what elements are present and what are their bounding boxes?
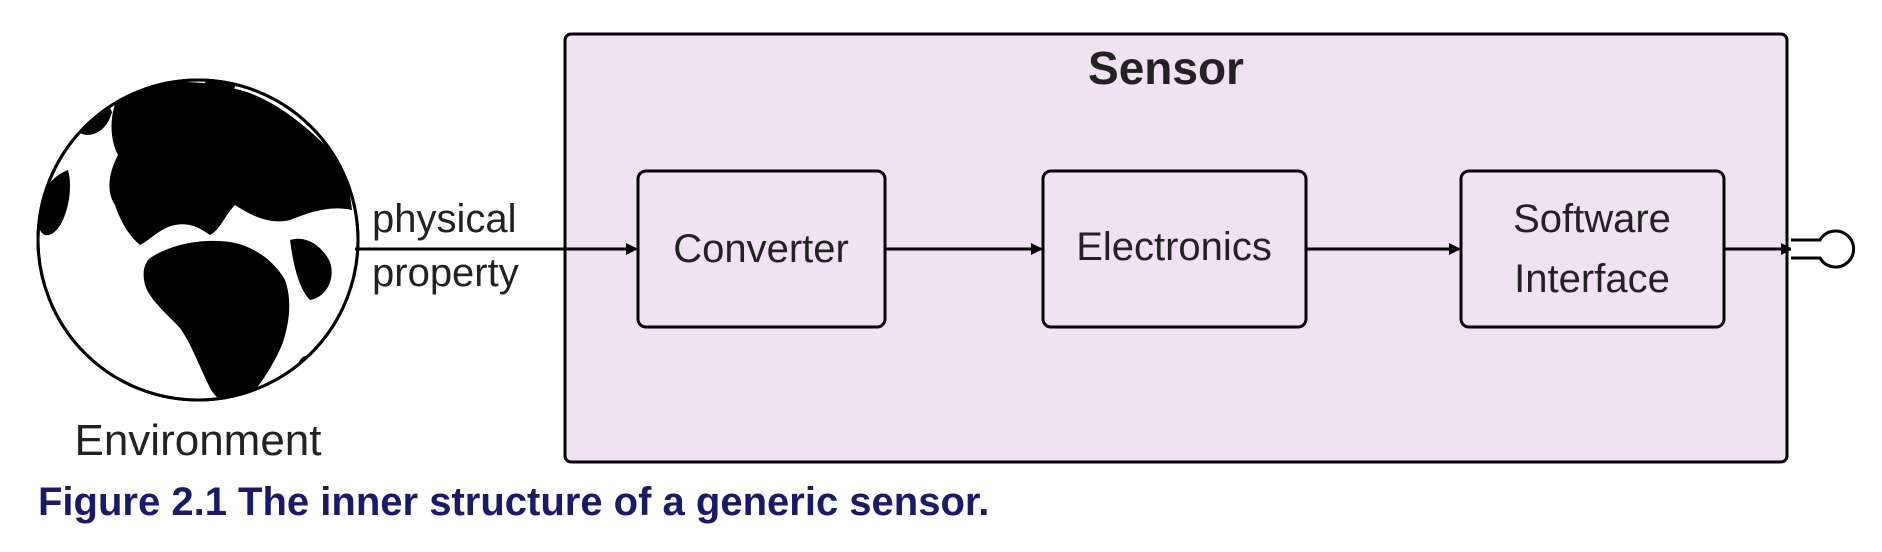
software-interface-block: Software Interface — [1459, 169, 1726, 329]
globe-icon — [36, 78, 360, 402]
converter-block: Converter — [636, 169, 887, 329]
software-interface-label-line1: Software — [1513, 197, 1671, 241]
input-label-line1: physical — [372, 197, 517, 241]
electronics-block: Electronics — [1041, 169, 1308, 329]
sensor-title: Sensor — [1088, 42, 1244, 94]
input-label-line2: property — [372, 251, 519, 295]
software-interface-label-line2: Interface — [1514, 257, 1670, 301]
output-port-icon — [1791, 229, 1856, 269]
converter-label: Converter — [673, 227, 849, 271]
electronics-label: Electronics — [1076, 225, 1272, 269]
figure-caption: Figure 2.1 The inner structure of a gene… — [38, 480, 990, 524]
environment-label: Environment — [74, 416, 321, 465]
